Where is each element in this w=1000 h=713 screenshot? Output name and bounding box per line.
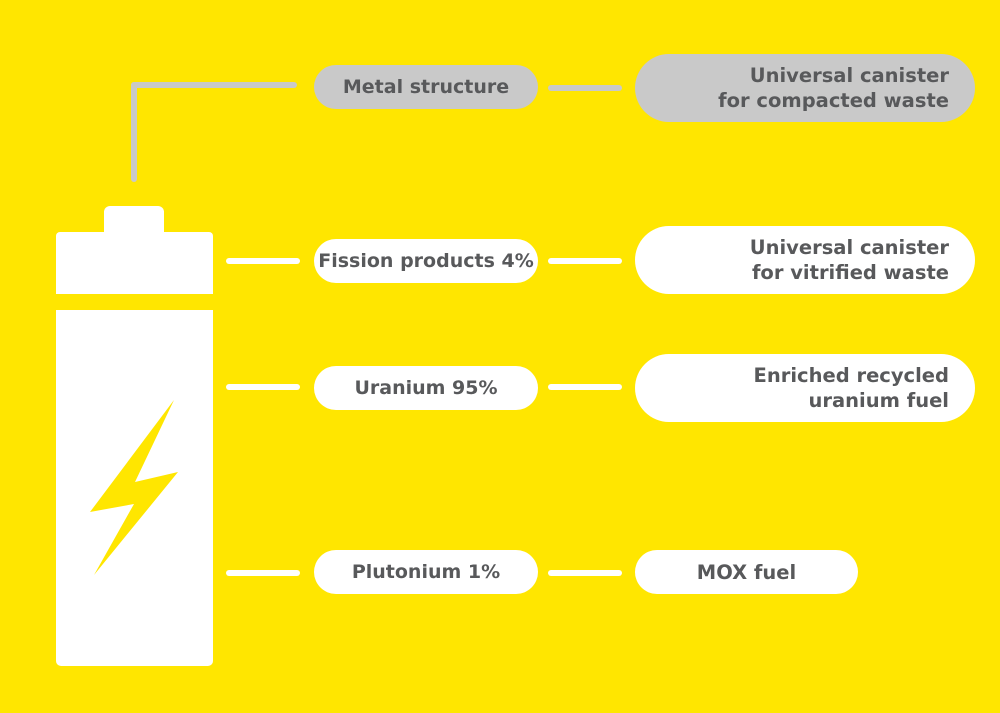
metal-connector-horizontal	[131, 82, 297, 88]
connector-battery-to-uranium	[226, 384, 300, 390]
metal-connector-vertical	[131, 82, 137, 182]
connector-battery-to-fission	[226, 258, 300, 264]
component-label: Metal structure	[342, 75, 510, 98]
lightning-bolt-icon	[90, 400, 178, 575]
connector-uranium-to-destination	[548, 384, 622, 390]
battery-terminal	[104, 206, 164, 234]
connector-plutonium-to-destination	[548, 570, 622, 576]
destination-line-2: uranium fuel	[808, 389, 950, 412]
destination-label: Universal canister for compacted waste	[718, 63, 949, 113]
destination-vitrified-waste: Universal canister for vitrified waste	[635, 226, 975, 294]
destination-mox-fuel: MOX fuel	[635, 550, 858, 594]
component-fission-products: Fission products 4%	[314, 239, 538, 283]
destination-line-2: for vitrified waste	[751, 261, 949, 284]
destination-label: Universal canister for vitrified waste	[750, 235, 949, 285]
component-plutonium: Plutonium 1%	[314, 550, 538, 594]
component-label: Fission products 4%	[318, 249, 534, 272]
connector-fission-to-destination	[548, 258, 622, 264]
destination-label: Enriched recycled uranium fuel	[754, 363, 949, 413]
component-label: Uranium 95%	[354, 376, 498, 399]
connector-battery-to-plutonium	[226, 570, 300, 576]
destination-line-1: Universal canister	[749, 64, 949, 87]
component-uranium: Uranium 95%	[314, 366, 538, 410]
destination-compacted-waste: Universal canister for compacted waste	[635, 54, 975, 122]
destination-line-1: Enriched recycled	[753, 364, 949, 387]
destination-label: MOX fuel	[696, 560, 797, 584]
destination-line-1: Universal canister	[749, 236, 949, 259]
component-metal-structure: Metal structure	[314, 65, 538, 109]
component-label: Plutonium 1%	[351, 560, 501, 583]
battery-top-section	[56, 232, 213, 294]
destination-recycled-uranium: Enriched recycled uranium fuel	[635, 354, 975, 422]
connector-metal-to-destination	[548, 85, 622, 91]
destination-line-2: for compacted waste	[718, 89, 949, 112]
